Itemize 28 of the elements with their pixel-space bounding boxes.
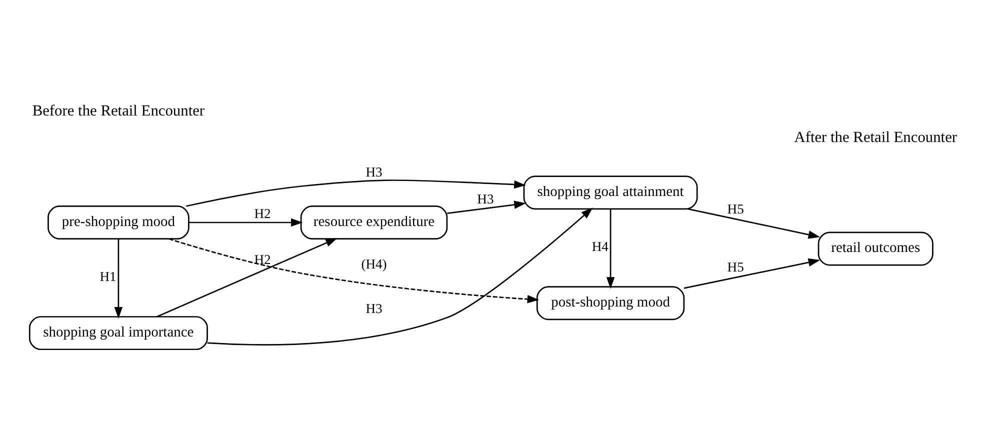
node-box: shopping goal attainment [523, 176, 698, 210]
arrow [114, 238, 123, 319]
arrow [168, 238, 540, 304]
edge-label: H3 [366, 301, 382, 316]
edge-label: H5 [727, 259, 744, 274]
edge-label: H4 [592, 239, 608, 254]
arrow [186, 180, 526, 207]
edge-label: H2 [254, 206, 271, 221]
edge-label: H5 [727, 201, 744, 216]
node-box: resource expenditure [300, 206, 448, 240]
node-box: post-shopping mood [536, 286, 685, 320]
edge-label: H1 [100, 268, 116, 284]
arrow [156, 238, 338, 318]
label: Before the Retail Encounter [32, 102, 205, 120]
edge-label: H3 [366, 164, 382, 180]
edge-label: H3 [477, 191, 494, 206]
node-box: pre-shopping mood [48, 206, 190, 240]
arrow [207, 208, 593, 346]
edge-label: (H4) [361, 256, 387, 272]
arrow [606, 208, 615, 289]
arrow [447, 200, 526, 214]
arrow [684, 258, 820, 289]
arrow [188, 218, 303, 227]
node-box: retail outcomes [818, 232, 934, 266]
arrow [688, 208, 820, 239]
label: After the Retail Encounter [794, 128, 958, 146]
node-box: shopping goal importance [28, 316, 208, 350]
edge-label: H2 [254, 252, 271, 268]
